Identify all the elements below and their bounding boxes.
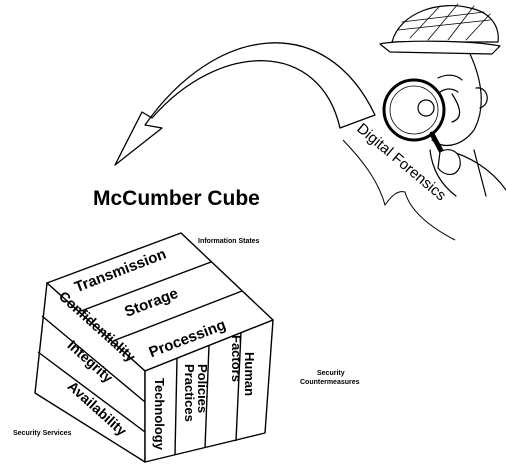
cube-right-face [144, 319, 274, 463]
speech-bubble-outline [342, 139, 456, 241]
diagram-title: McCumber Cube [93, 187, 260, 210]
label-information-states: Information States [198, 238, 260, 245]
cube-right-policies: Policies [195, 364, 210, 413]
curved-arrow-icon [114, 42, 376, 166]
cube-right-factors: Factors [229, 335, 244, 382]
label-security-services: Security Services [13, 430, 71, 437]
label-security-countermeasures-line1: Security [317, 370, 345, 377]
cube-right-human: Human [242, 352, 257, 396]
cube-right-technology: Technology [152, 378, 167, 451]
cube-right-practices: Practices [182, 364, 197, 422]
detective-with-magnifying-glass-icon [379, 3, 506, 197]
label-security-countermeasures-line2: Countermeasures [300, 379, 360, 386]
mccumber-cube [34, 232, 274, 463]
